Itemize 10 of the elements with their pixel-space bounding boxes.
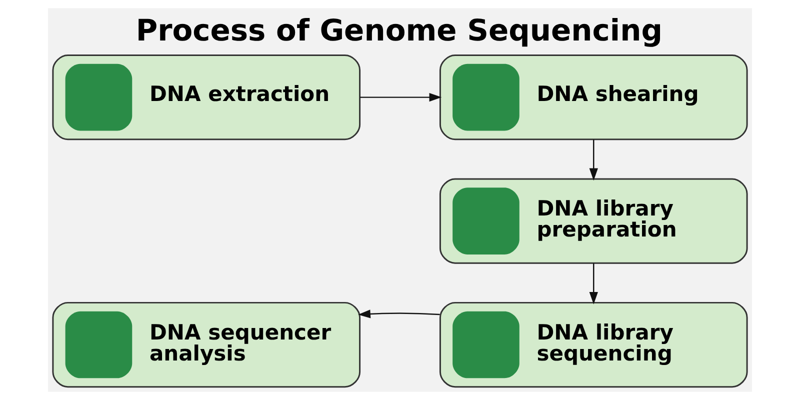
node-box: DNA extraction	[52, 54, 361, 140]
arrow	[589, 140, 598, 181]
node-box: DNA library preparation	[439, 178, 748, 264]
node-box: DNA library sequencing	[439, 302, 748, 388]
arrow	[589, 263, 598, 304]
node-box: DNA sequencer analysis	[52, 302, 361, 388]
node-box: DNA shearing	[439, 54, 748, 140]
diagram-title: Process of Genome Sequencing	[136, 14, 662, 49]
arrow	[358, 310, 440, 318]
arrow	[360, 92, 442, 102]
